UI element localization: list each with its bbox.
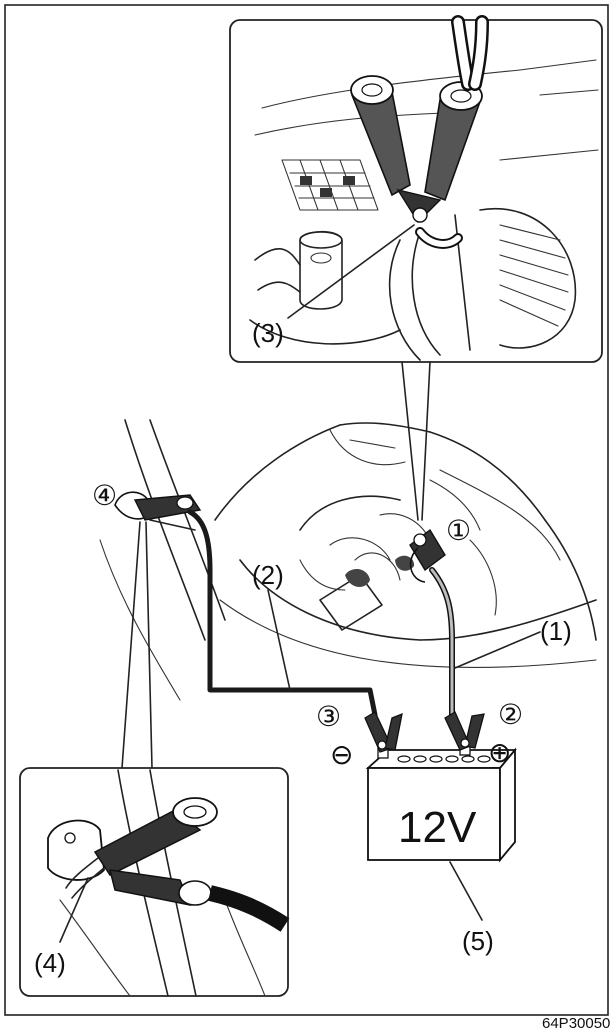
label-ref-1: (1) [540,616,572,646]
leader-ref-3 [287,224,415,319]
label-step-4: ④ [92,479,117,512]
label-step-3: ③ [316,700,341,733]
leader-ref-4 [59,877,89,943]
clamp-at-point-4 [114,491,202,531]
positive-terminal-icon: ⊕ [488,736,511,769]
battery-voltage-label: 12V [398,803,477,852]
leader-ref-5 [449,861,483,921]
cable-clamp-top [350,15,489,249]
clamp-at-point-1 [409,528,446,583]
alternator [454,207,577,351]
figure-code: 64P30050 [542,1015,610,1032]
battery: 12V [365,744,517,863]
leader-ref-2 [267,589,291,691]
detail-inset-top: (3) [229,15,603,521]
cable-positive [429,567,455,718]
leader-ref-1 [454,631,541,669]
label-step-2: ② [498,698,523,731]
detail-inset-bottom: (4) [19,521,290,997]
figure-frame [4,4,609,1016]
negative-terminal-icon: ⊖ [330,738,353,771]
label-ref-2: (2) [252,560,284,590]
battery-clamp-positive [444,711,485,751]
label-step-1: ① [446,514,471,547]
label-ref-3-detail: (3) [252,318,284,348]
battery-clamp-negative [364,711,403,753]
radiator-grid [281,159,379,211]
label-ref-4-detail: (4) [34,948,66,978]
label-ref-5: (5) [462,926,494,956]
cable-negative [187,509,378,718]
engine-compartment [99,419,597,701]
